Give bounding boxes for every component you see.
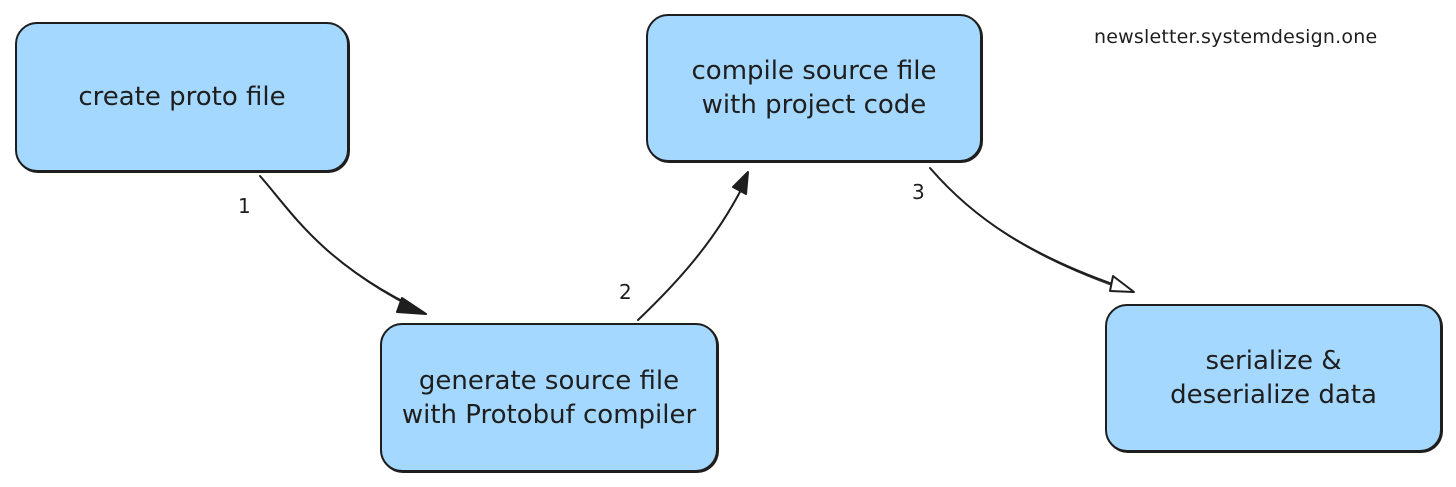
arrow-3 <box>929 167 1135 293</box>
step-number-2: 2 <box>619 280 632 304</box>
box-label: generate source file with Protobuf compi… <box>401 365 697 430</box>
step-number-1: 1 <box>238 194 251 218</box>
step-box-compile-source-file: compile source file with project code <box>646 14 982 162</box>
box-label: serialize & deserialize data <box>1170 346 1377 410</box>
arrow-2 <box>637 171 749 321</box>
step-box-generate-source-file: generate source file with Protobuf compi… <box>380 323 718 472</box>
arrow-1 <box>259 175 427 315</box>
box-label: create proto file <box>78 82 286 112</box>
step-box-create-proto-file: create proto file <box>15 22 349 172</box>
box-label: compile source file with project code <box>691 56 937 120</box>
step-number-3: 3 <box>912 180 925 204</box>
watermark: newsletter.systemdesign.one <box>1094 26 1378 48</box>
step-box-serialize-deserialize: serialize & deserialize data <box>1105 304 1442 452</box>
